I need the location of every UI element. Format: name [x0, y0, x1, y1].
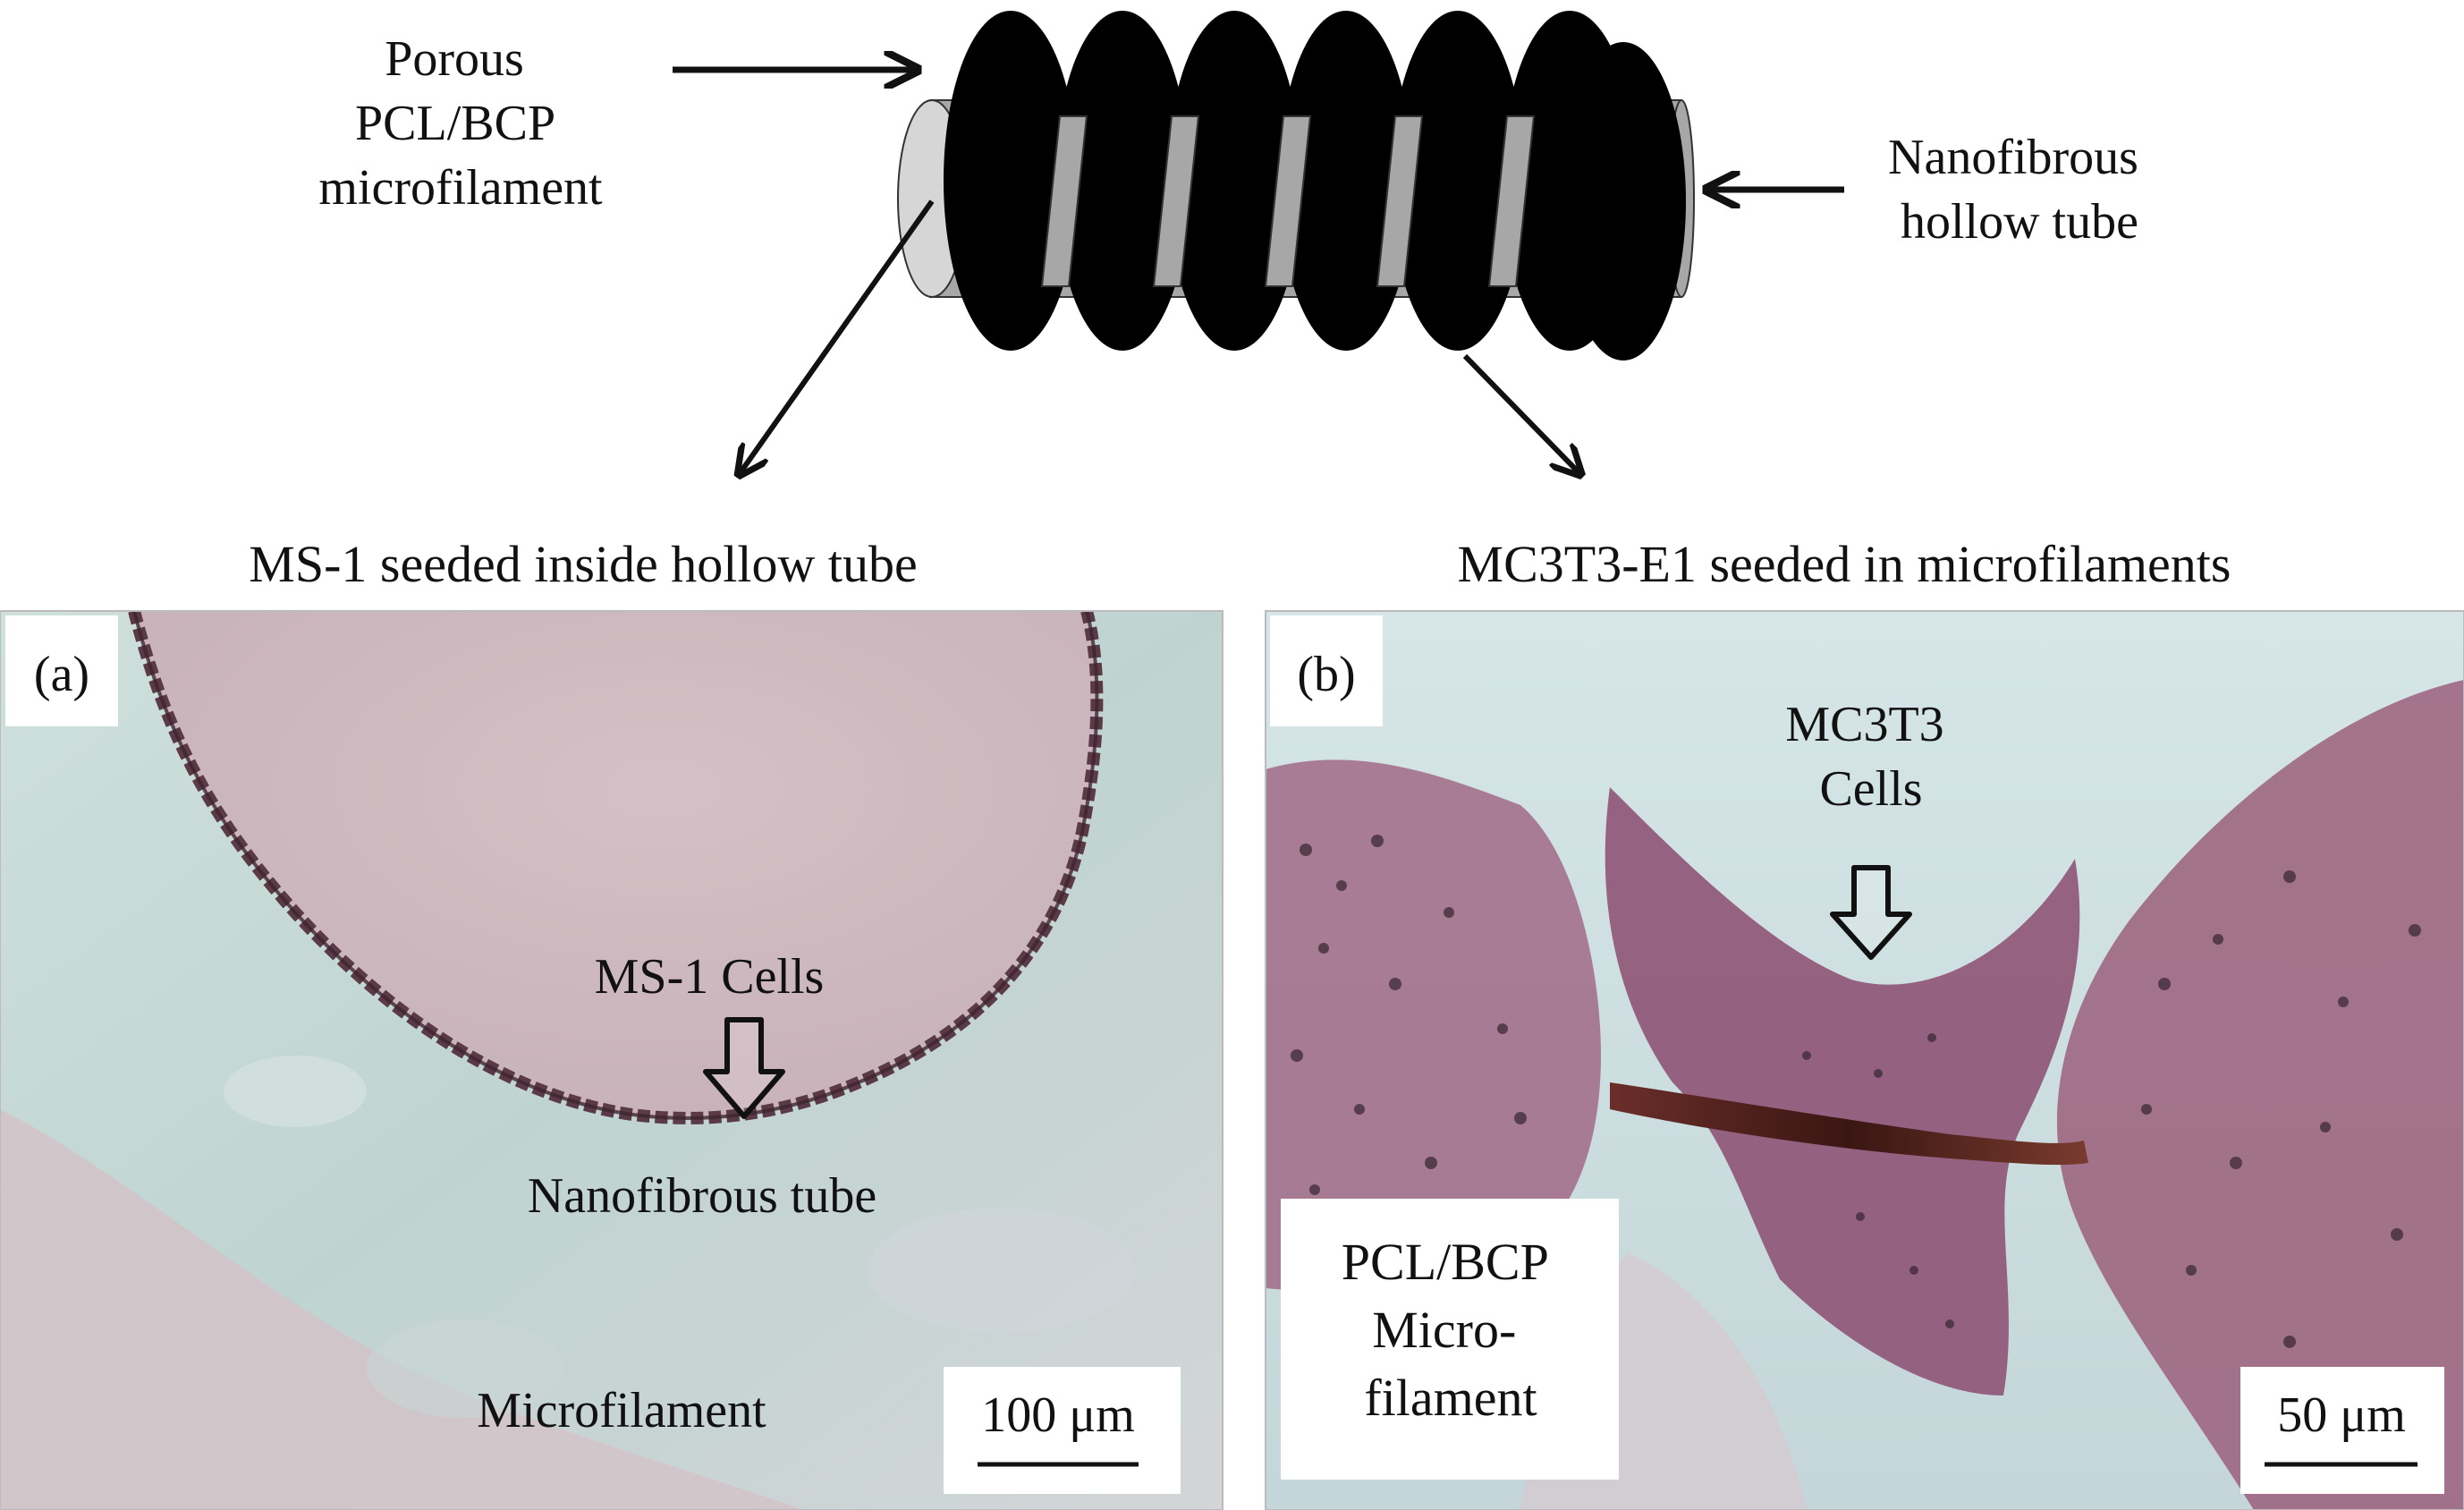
- arrow-to-panel-b: [1462, 353, 1579, 472]
- tube-gaps: [1040, 115, 1536, 287]
- pcl-bcp-microfilament-label: PCL/BCP Micro- filament: [1342, 1233, 1560, 1427]
- left-stained-mass: [1266, 759, 1601, 1292]
- fiber-bundle: [1610, 1082, 2088, 1166]
- panel-a-letter: (a): [34, 647, 89, 702]
- panel-b: (b) MC3T3 Cells PCL/BCP Micro- filament …: [1265, 610, 2464, 1510]
- panel-b-scale-box: [2240, 1367, 2444, 1494]
- central-cell-mass: [1605, 787, 2080, 1395]
- panel-a-caption: MS-1 seeded inside hollow tube: [249, 535, 917, 593]
- panel-b-scale-label: 50 μm: [2277, 1387, 2406, 1443]
- ms1-cells-arrow: [703, 1017, 785, 1119]
- schematic-left-label: Porous PCL/BCP microfilament: [318, 31, 603, 216]
- panel-a-scale-label: 100 μm: [981, 1387, 1135, 1443]
- panel-a: (a) MS-1 Cells Nanofibrous tube Microfil…: [0, 610, 1224, 1510]
- mc3t3-cells-arrow: [1830, 865, 1912, 960]
- material-label-box: [1281, 1199, 1619, 1480]
- schematic: Porous PCL/BCP microfilament Nanofibrous…: [318, 11, 2151, 472]
- right-stained-mass: [2057, 680, 2464, 1510]
- coil-loop: [1561, 42, 1686, 361]
- mc3t3-cells-label: MC3T3 Cells: [1785, 697, 1956, 817]
- lumen: [134, 611, 1097, 1118]
- panel-b-letter-box: [1270, 615, 1383, 726]
- nanofibrous-tube-label: Nanofibrous tube: [528, 1168, 876, 1224]
- microfilament-label: Microfilament: [477, 1383, 766, 1438]
- panel-a-scale-box: [944, 1367, 1181, 1494]
- ms1-cells-label: MS-1 Cells: [595, 949, 825, 1005]
- panel-b-caption: MC3T3-E1 seeded in microfilaments: [1458, 535, 2231, 593]
- panel-b-letter: (b): [1297, 647, 1355, 702]
- panel-a-letter-box: [5, 615, 118, 726]
- schematic-right-label: Nanofibrous hollow tube: [1888, 130, 2151, 250]
- microfilament-region: [0, 1109, 805, 1510]
- arrow-to-panel-a: [741, 199, 935, 472]
